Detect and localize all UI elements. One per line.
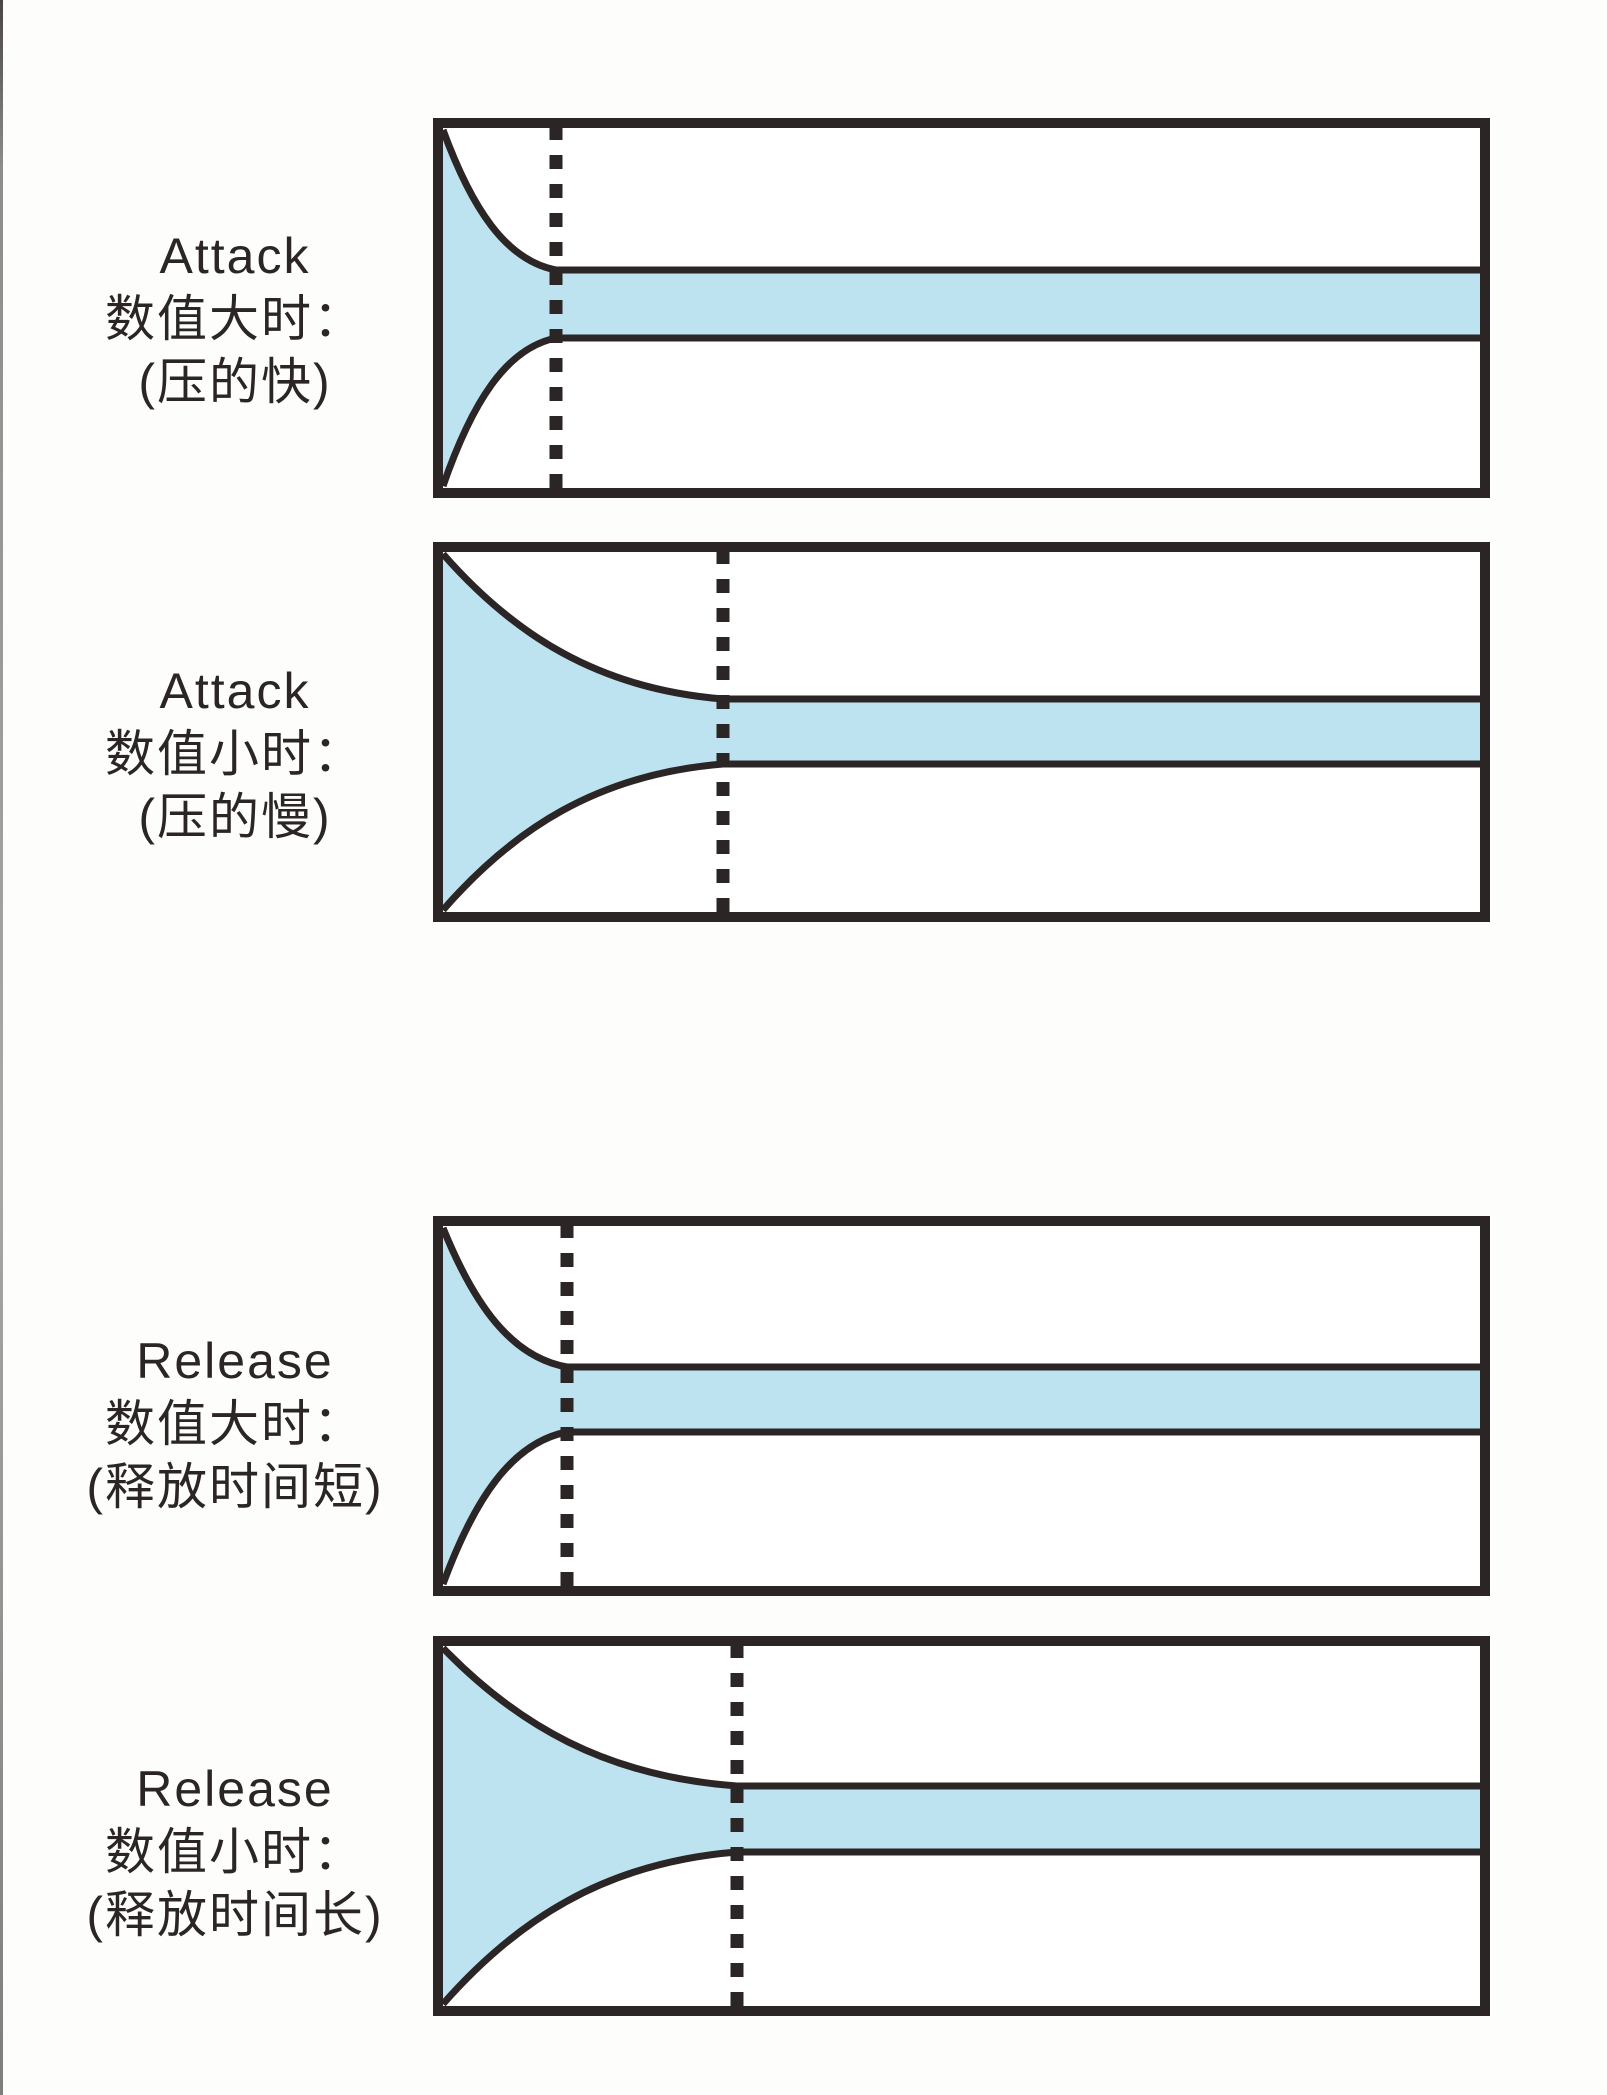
panel-border [433, 542, 1490, 922]
panel-label-release-low: Release 数值小时： (释放时间长) [25, 1758, 445, 1947]
panel-border [433, 1216, 1490, 1596]
envelope-shape [443, 1648, 1485, 2004]
envelope-outline-bottom [439, 1428, 1485, 1586]
envelope-diagram-release-low [433, 1636, 1490, 2016]
panel-label-release-high: Release 数值大时： (释放时间短) [25, 1330, 445, 1519]
panel-border [433, 1636, 1490, 2016]
diagram-release-high [433, 1216, 1490, 1596]
label-line-value: 数值小时： [105, 726, 365, 782]
label-line-en: Release [136, 1761, 334, 1817]
panel-label-attack-low: Attack 数值小时： (压的慢) [25, 660, 445, 849]
diagram-attack-high [433, 118, 1490, 498]
label-line-en: Attack [159, 228, 311, 284]
label-line-value: 数值大时： [105, 291, 365, 347]
label-line-meaning: (释放时间短) [86, 1459, 384, 1515]
envelope-diagram-attack-high [433, 118, 1490, 498]
envelope-shape [443, 130, 1485, 486]
label-line-en: Attack [159, 663, 311, 719]
envelope-shape [443, 554, 1485, 910]
label-line-meaning: (压的慢) [138, 789, 332, 845]
envelope-outline-bottom [440, 760, 1485, 913]
label-line-en: Release [136, 1333, 334, 1389]
envelope-shape [443, 1228, 1485, 1584]
envelope-diagram-release-high [433, 1216, 1490, 1596]
label-line-meaning: (释放时间长) [86, 1887, 384, 1943]
envelope-outline-bottom [439, 334, 1485, 488]
envelope-outline-bottom [440, 1848, 1485, 2007]
envelope-diagram-attack-low [433, 542, 1490, 922]
screen-edge-artifact [0, 0, 3, 2095]
envelope-outline-top [440, 1645, 1485, 1790]
label-line-meaning: (压的快) [138, 354, 332, 410]
label-line-value: 数值大时： [105, 1396, 365, 1452]
envelope-outline-top [439, 1226, 1485, 1371]
label-line-value: 数值小时： [105, 1824, 365, 1880]
panel-label-attack-high: Attack 数值大时： (压的快) [25, 225, 445, 414]
envelope-outline-top [439, 128, 1485, 274]
diagram-attack-low [433, 542, 1490, 922]
envelope-outline-top [440, 551, 1485, 703]
panel-border [433, 118, 1490, 498]
diagram-release-low [433, 1636, 1490, 2016]
